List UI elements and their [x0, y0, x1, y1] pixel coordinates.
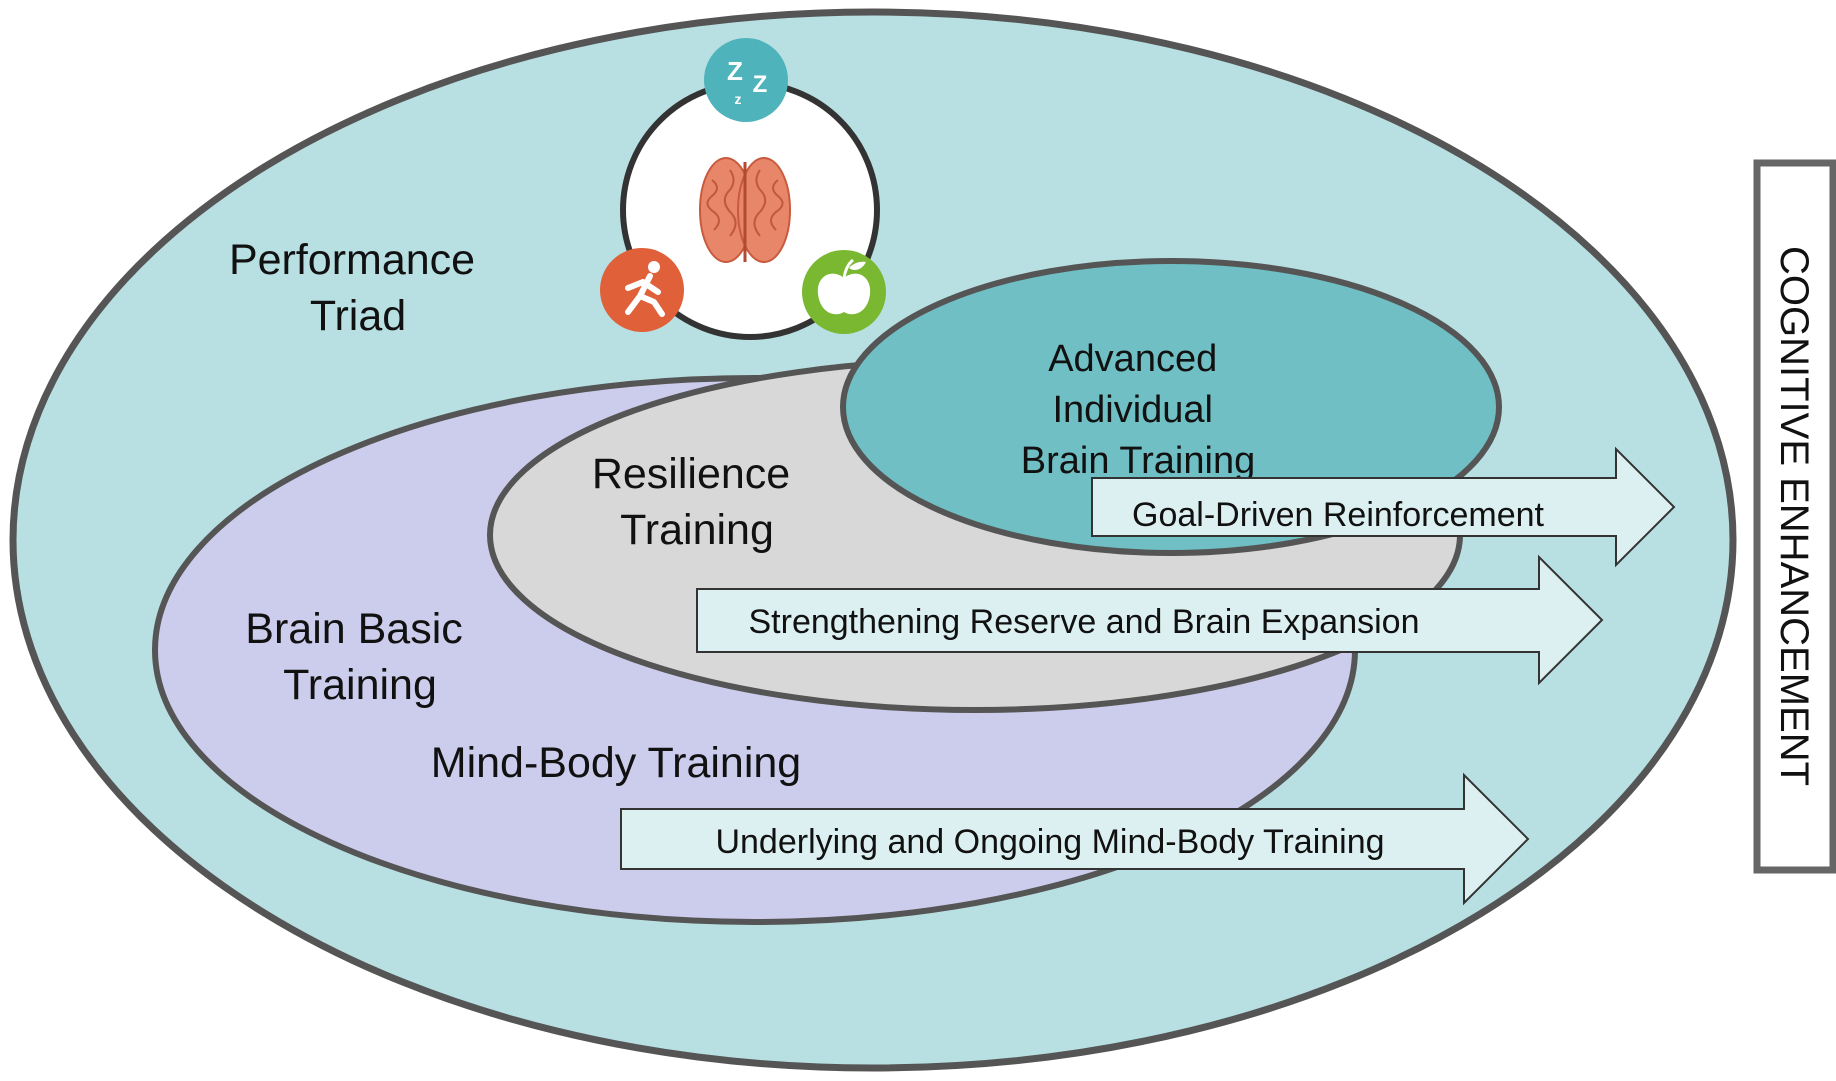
cognitive-enhancement-label: COGNITIVE ENHANCEMENT: [1772, 246, 1816, 786]
performance-triad-label-line-2: Triad: [310, 292, 406, 340]
underlying-arrow-label: Underlying and Ongoing Mind-Body Trainin…: [715, 823, 1384, 861]
advanced-individual-label-line-3: Brain Training: [1021, 440, 1255, 482]
sleep-icon: Z Z z: [704, 38, 788, 122]
brain-basic-training-label-line-2: Training: [283, 661, 437, 709]
svg-text:z: z: [735, 91, 742, 107]
brain-basic-training-label: Brain Basic Training: [245, 605, 474, 709]
cognitive-enhancement-box: COGNITIVE ENHANCEMENT: [1753, 159, 1836, 874]
strengthening-arrow-label: Strengthening Reserve and Brain Expansio…: [749, 603, 1420, 641]
svg-text:Z: Z: [753, 71, 768, 98]
underlying-arrow: Underlying and Ongoing Mind-Body Trainin…: [620, 772, 1530, 906]
advanced-individual-label-line-1: Advanced: [1048, 338, 1217, 380]
brain-icon: [699, 157, 791, 263]
performance-triad-label: Performance Triad: [229, 236, 487, 340]
mind-body-training-label: Mind-Body Training: [431, 739, 801, 787]
resilience-training-label: Resilience Training: [592, 450, 802, 554]
goal-driven-arrow: Goal-Driven Reinforcement: [1091, 446, 1676, 568]
goal-driven-arrow-label: Goal-Driven Reinforcement: [1132, 496, 1544, 534]
performance-triad-label-line-1: Performance: [229, 236, 475, 284]
resilience-training-label-line-2: Training: [620, 506, 774, 554]
svg-text:Z: Z: [727, 56, 743, 86]
running-person-icon: [600, 248, 684, 332]
advanced-individual-label: Advanced Individual Brain Training: [1021, 338, 1255, 482]
brain-basic-training-label-line-1: Brain Basic: [245, 605, 462, 653]
strengthening-arrow: Strengthening Reserve and Brain Expansio…: [696, 554, 1604, 686]
triad-icon-group: Z Z z: [600, 38, 886, 340]
apple-icon: [802, 250, 886, 334]
resilience-training-label-line-1: Resilience: [592, 450, 790, 498]
advanced-individual-label-line-2: Individual: [1052, 389, 1213, 431]
